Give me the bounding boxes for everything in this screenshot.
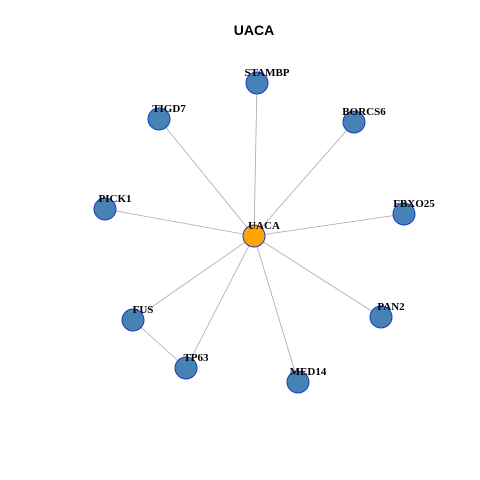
edge-uaca-tp63 (185, 235, 255, 369)
node-label-borcs6: BORCS6 (342, 106, 386, 118)
edge-uaca-stambp (253, 82, 258, 237)
node-label-pick1: PICK1 (99, 193, 132, 205)
edge-layer (104, 82, 405, 383)
node-med14: MED14 (286, 366, 327, 394)
node-label-stambp: STAMBP (244, 67, 289, 79)
node-circle-pan2 (369, 305, 393, 329)
node-circle-stambp (245, 71, 269, 95)
edge-uaca-tigd7 (158, 118, 255, 237)
node-circle-fbxo25 (392, 202, 416, 226)
diagram-title: UACA (234, 22, 274, 38)
node-tigd7: TIGD7 (147, 103, 186, 131)
node-label-tigd7: TIGD7 (152, 103, 186, 115)
node-label-tp63: TP63 (183, 352, 209, 364)
node-circle-fus (121, 308, 145, 332)
edge-fus-tp63 (132, 319, 187, 369)
node-label-fus: FUS (133, 304, 154, 316)
edge-uaca-borcs6 (253, 121, 355, 237)
edge-uaca-pick1 (104, 208, 255, 237)
node-circle-pick1 (93, 197, 117, 221)
node-circle-borcs6 (342, 110, 366, 134)
node-borcs6: BORCS6 (342, 106, 386, 134)
node-circle-tp63 (174, 356, 198, 380)
edge-uaca-fus (132, 235, 255, 321)
node-label-uaca: UACA (248, 220, 280, 232)
edge-uaca-pan2 (253, 235, 382, 318)
node-pan2: PAN2 (369, 301, 405, 329)
node-tp63: TP63 (174, 352, 209, 380)
edge-uaca-fbxo25 (253, 213, 405, 237)
node-uaca: UACA (242, 220, 280, 248)
node-stambp: STAMBP (244, 67, 290, 95)
node-circle-uaca (242, 224, 266, 248)
node-label-pan2: PAN2 (377, 301, 405, 313)
node-label-med14: MED14 (290, 366, 327, 378)
node-label-fbxo25: FBXO25 (393, 198, 435, 210)
node-fbxo25: FBXO25 (392, 198, 435, 226)
edge-uaca-med14 (253, 235, 299, 383)
node-circle-tigd7 (147, 107, 171, 131)
node-fus: FUS (121, 304, 154, 332)
node-pick1: PICK1 (93, 193, 132, 221)
node-circle-med14 (286, 370, 310, 394)
